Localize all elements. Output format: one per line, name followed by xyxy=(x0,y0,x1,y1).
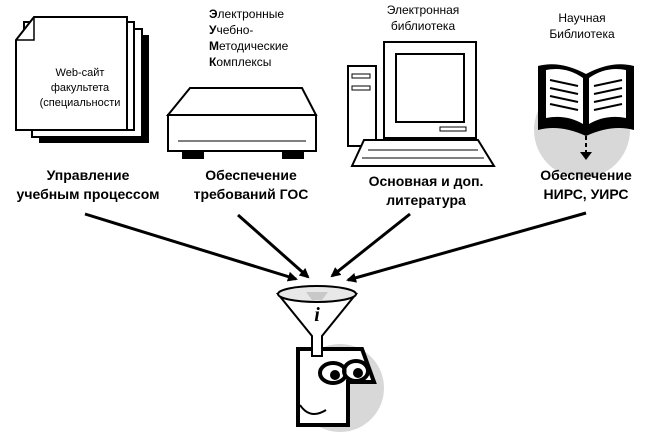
info-symbol: i xyxy=(314,304,320,326)
umk-initial: М xyxy=(209,39,219,53)
arrow-from-web-site xyxy=(84,212,298,282)
arrow-from-science-library xyxy=(346,211,587,283)
umk-line: Комплексы xyxy=(209,54,288,70)
funnel-icon xyxy=(275,285,359,357)
umk-initial: У xyxy=(209,23,217,37)
caption-line: Обеспечение xyxy=(205,167,297,183)
caption-line: литература xyxy=(386,192,466,208)
umk-line: Методические xyxy=(209,38,288,54)
caption-line: НИРС, УИРС xyxy=(543,186,629,202)
web-site-doc-text: Web-сайт факультета (специальности xyxy=(34,66,126,111)
caption-study-process: Управление учебным процессом xyxy=(8,166,168,204)
caption-line: Обеспечение xyxy=(540,167,632,183)
caption-line: учебным процессом xyxy=(16,186,160,202)
umk-rest: омплексы xyxy=(216,55,272,69)
flow-arrows xyxy=(84,211,587,283)
umk-initial: К xyxy=(209,55,217,69)
label-line: Библиотека xyxy=(549,27,615,41)
arrow-from-umk xyxy=(237,213,310,279)
umk-rest: чебно- xyxy=(216,23,254,37)
cartoon-head-icon xyxy=(296,344,384,432)
caption-line: Управление xyxy=(46,167,130,183)
umk-rest: лектронные xyxy=(217,7,285,21)
umk-rest: етодические xyxy=(219,39,289,53)
label-line: библиотека xyxy=(390,19,456,33)
computer-icon xyxy=(347,41,496,167)
caption-line: требований ГОС xyxy=(193,186,309,202)
doc-line: (специальности xyxy=(39,97,121,109)
caption-gos-requirements: Обеспечение требований ГОС xyxy=(178,166,324,204)
doc-line: Web-сайт xyxy=(55,67,105,79)
caption-line: Основная и доп. xyxy=(368,173,484,189)
doc-line: факультета xyxy=(50,82,110,94)
label-line: Электронная xyxy=(386,3,460,17)
umk-line: Учебно- xyxy=(209,22,288,38)
arrow-from-e-library xyxy=(330,212,411,278)
science-library-label: Научная Библиотека xyxy=(530,10,634,42)
open-book-icon xyxy=(534,64,634,178)
caption-nirs-uirs: Обеспечение НИРС, УИРС xyxy=(530,166,642,204)
caption-literature: Основная и доп. литература xyxy=(344,172,508,210)
umk-initial: Э xyxy=(209,7,218,21)
e-library-label: Электронная библиотека xyxy=(368,2,478,34)
umk-label: Электронные Учебно- Методические Комплек… xyxy=(209,6,288,70)
document-stack-icon xyxy=(15,16,149,143)
umk-line: Электронные xyxy=(209,6,288,22)
label-line: Научная xyxy=(558,11,606,25)
disk-drive-icon xyxy=(165,87,318,159)
